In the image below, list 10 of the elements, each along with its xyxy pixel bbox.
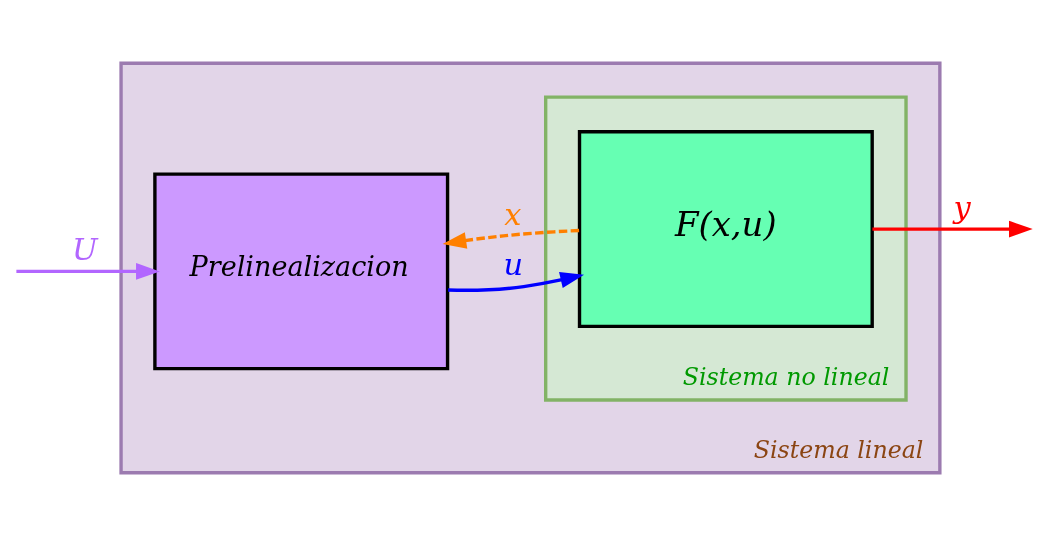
arrow bbox=[16, 262, 160, 280]
node-box: F(x,u) bbox=[577, 129, 874, 328]
edge-label: u bbox=[503, 246, 523, 282]
edge-label: U bbox=[72, 231, 98, 267]
edge-label: y bbox=[953, 189, 971, 225]
node-box: Prelinealizacion bbox=[153, 171, 450, 370]
edge-label: x bbox=[504, 196, 522, 232]
arrow bbox=[442, 228, 580, 249]
arrow bbox=[448, 271, 585, 292]
arrow bbox=[872, 220, 1033, 237]
